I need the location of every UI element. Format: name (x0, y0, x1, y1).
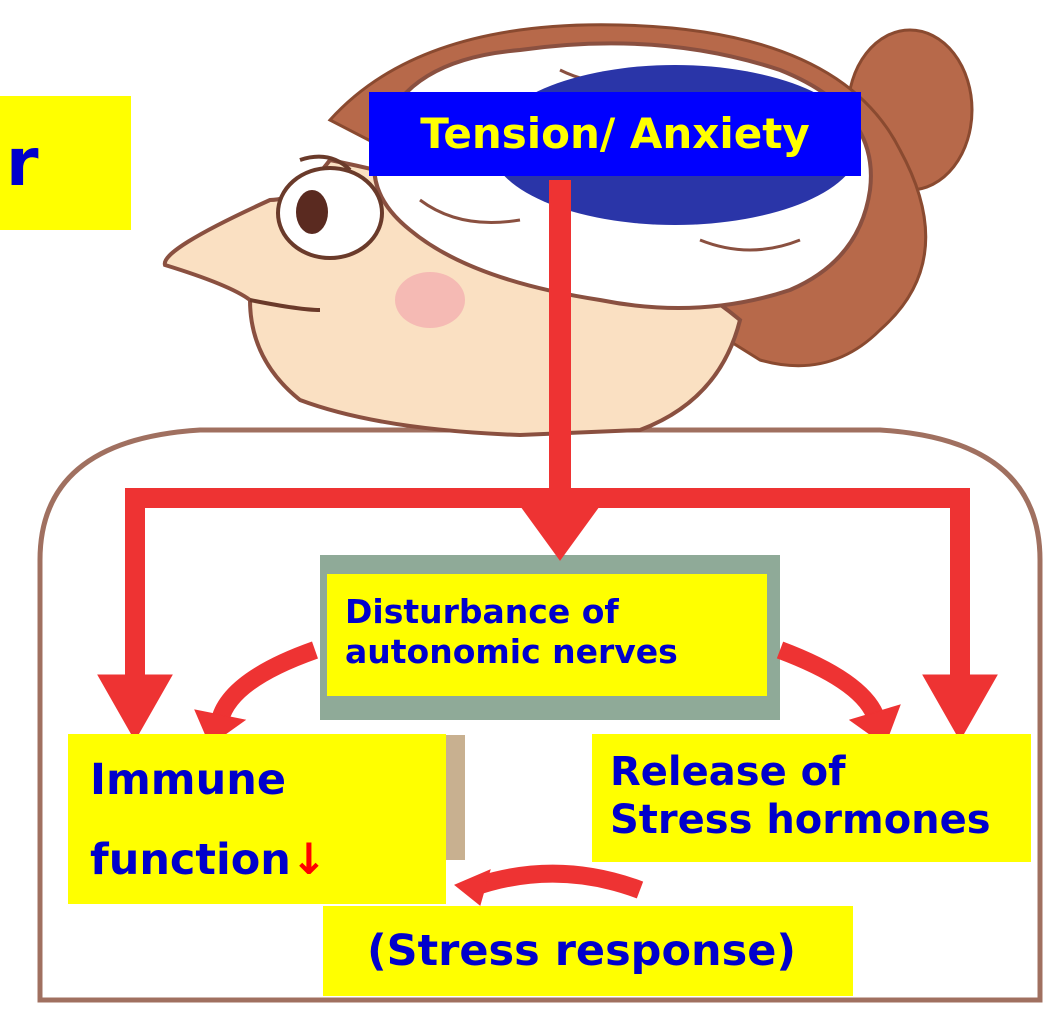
disturbance-line1: Disturbance of (345, 592, 767, 632)
immune-line1: Immune (90, 740, 446, 820)
immune-label: Immune function↓ (68, 734, 446, 904)
disturbance-line2: autonomic nerves (345, 632, 767, 672)
stress-response-label: (Stress response) (323, 906, 853, 996)
eye (278, 168, 382, 258)
stress-response-text: (Stress response) (367, 926, 796, 976)
down-arrow-icon: ↓ (291, 835, 327, 885)
immune-line2-wrap: function↓ (90, 820, 446, 900)
tension-label: Tension/ Anxiety (369, 92, 861, 176)
immune-line2: function (90, 835, 291, 885)
side-label: r (0, 96, 131, 230)
release-line1: Release of (610, 748, 1031, 796)
tension-label-text: Tension/ Anxiety (420, 109, 809, 158)
side-label-text: r (6, 124, 39, 201)
disturbance-label: Disturbance of autonomic nerves (327, 574, 767, 696)
cheek (395, 272, 465, 328)
release-label: Release of Stress hormones (592, 734, 1031, 862)
release-line2: Stress hormones (610, 796, 1031, 844)
